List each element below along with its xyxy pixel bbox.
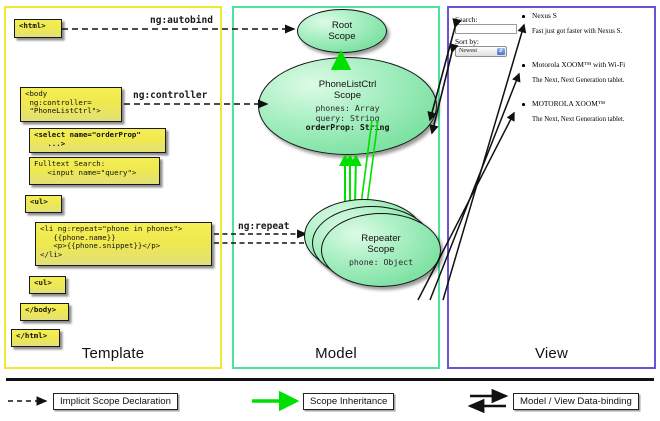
scope-phonelistctrl-title: PhoneListCtrl Scope [318, 79, 377, 102]
code-box-fulltext-search: Fulltext Search: <input name="query"> [29, 157, 160, 185]
legend-double-arrow-icon [467, 388, 509, 414]
panel-label-view: View [534, 345, 569, 362]
edge-label-ng-autobind: ng:autobind [150, 15, 213, 26]
code-box-html-close: </html> [11, 329, 60, 347]
code-box-select: <select name="orderProp" ...> [29, 128, 166, 153]
chevron-updown-icon: ⇵ [497, 48, 505, 55]
scope-repeater-props: phone: Object [348, 256, 414, 267]
panel-label-template: Template [81, 345, 145, 362]
scope-root-title: Root Scope [328, 20, 356, 42]
sort-by-label: Sort by: [455, 37, 479, 46]
phone-name: MOTOROLA XOOM™ [532, 99, 606, 108]
edge-label-ng-controller: ng:controller [133, 90, 208, 101]
phone-snippet: The Next, Next Generation tablet. [532, 116, 625, 123]
search-label: Search: [455, 15, 478, 24]
legend-item-model-view-data-binding: Model / View Data-binding [513, 393, 639, 410]
code-box-ul-open: <ul> [25, 195, 62, 213]
code-box-body-close: </body> [20, 303, 69, 321]
scope-repeater: Repeater Scope phone: Object [321, 213, 441, 287]
list-bullet [522, 64, 525, 67]
scope-prop-query: query: String [315, 112, 380, 123]
edge-label-ng-repeat: ng:repeat [238, 221, 290, 232]
scope-phonelistctrl-props: phones: Array query: String orderProp: S… [305, 103, 390, 133]
phone-snippet: The Next, Next Generation tablet. [532, 77, 625, 84]
panel-label-model: Model [315, 345, 357, 362]
scope-root: Root Scope [297, 9, 387, 53]
scope-phonelistctrl: PhoneListCtrl Scope phones: Array query:… [258, 57, 437, 155]
scope-repeater-title: Repeater Scope [361, 232, 401, 255]
code-box-li-repeat: <li ng:repeat="phone in phones"> {{phone… [35, 222, 212, 266]
scope-prop-phone: phone: Object [348, 256, 414, 267]
list-bullet [522, 15, 525, 18]
phone-name: Nexus S [532, 11, 557, 20]
legend-divider [6, 378, 654, 381]
phone-snippet: Fast just got faster with Nexus S. [532, 28, 623, 35]
search-input[interactable] [455, 24, 517, 34]
list-bullet [522, 103, 525, 106]
legend-item-implicit-scope-declaration: Implicit Scope Declaration [53, 393, 178, 410]
code-box-ul-close: <ul> [29, 276, 66, 294]
sort-by-select[interactable]: Newest ⇵ [455, 46, 507, 57]
sort-by-selected-value: Newest [459, 48, 477, 54]
code-box-html-open: <html> [14, 19, 62, 38]
phone-name: Motorola XOOM™ with Wi-Fi [532, 60, 626, 69]
legend-item-scope-inheritance: Scope Inheritance [303, 393, 395, 410]
code-box-body-open: <body ng:controller= "PhoneListCtrl"> [20, 87, 122, 122]
scope-prop-orderprop: orderProp: String [305, 122, 390, 133]
scope-prop-phones: phones: Array [315, 103, 380, 114]
